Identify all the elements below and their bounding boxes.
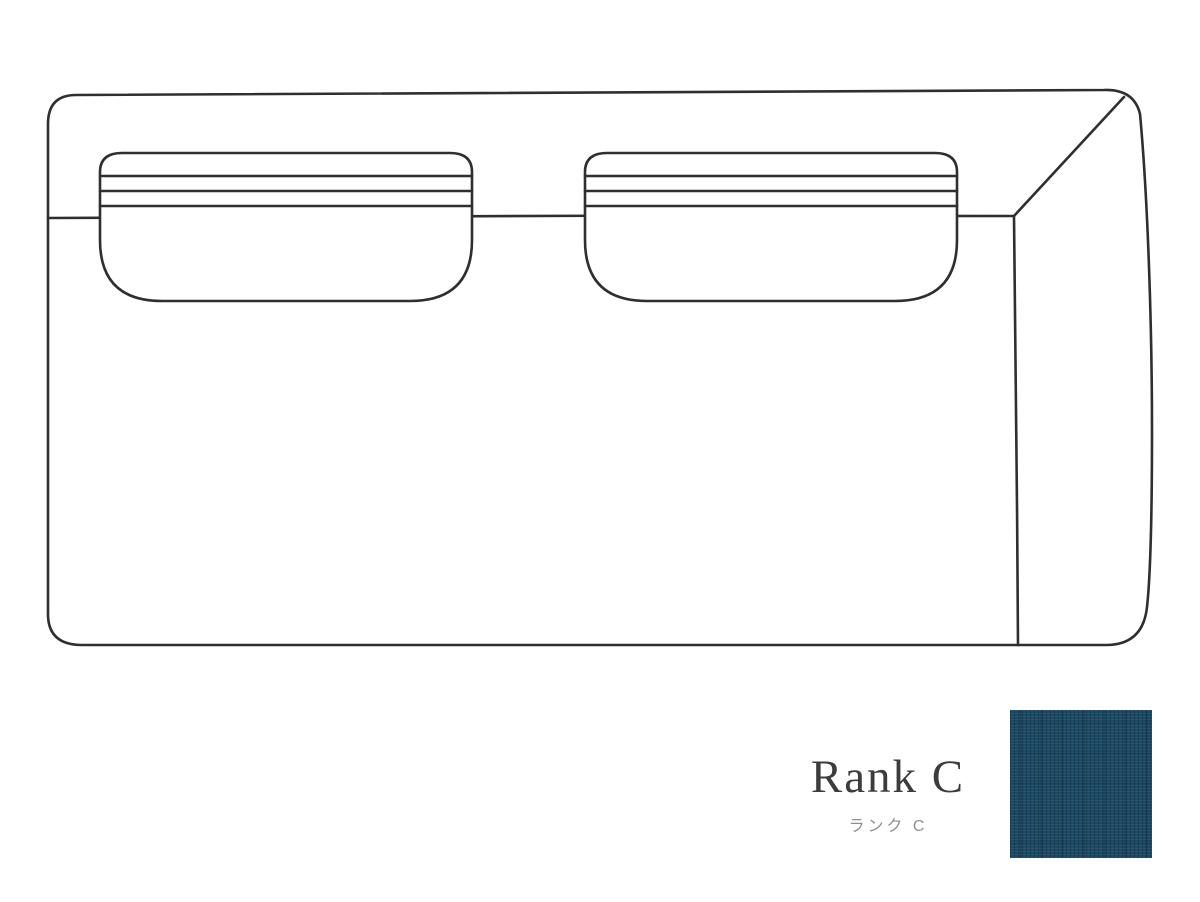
rank-title: Rank C xyxy=(810,751,966,803)
armrest-inner-edge xyxy=(1012,214,1020,647)
rank-label-block: Rank C ランク C xyxy=(738,751,1038,836)
armrest-diagonal-edge xyxy=(1012,95,1126,218)
fabric-swatch xyxy=(1010,710,1152,858)
rank-subtitle-japanese: ランク C xyxy=(848,817,928,835)
